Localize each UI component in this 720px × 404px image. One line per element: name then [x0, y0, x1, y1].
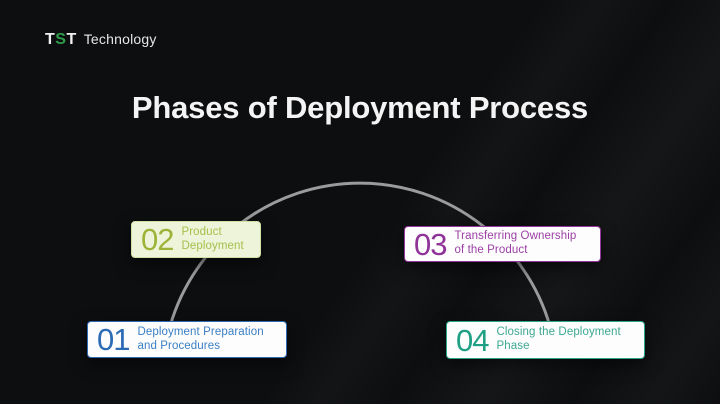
logo-letter-t2: T: [66, 31, 77, 48]
phase-card-02: 02 Product Deployment: [131, 221, 261, 258]
phase-label: Transferring Ownership of the Product: [454, 230, 576, 257]
phase-label-line1: Transferring Ownership: [454, 230, 577, 243]
process-arc-path: [166, 181, 554, 336]
phase-number: 03: [414, 226, 447, 262]
phase-number: 02: [141, 222, 174, 257]
phase-label-line2: Phase: [496, 340, 530, 352]
phase-number: 01: [97, 322, 130, 357]
phase-label-line2: Deployment: [181, 239, 244, 252]
phase-label: Closing the Deployment Phase: [496, 326, 620, 353]
phase-label: Product Deployment: [181, 226, 243, 253]
logo-company-name: Technology: [83, 31, 157, 47]
logo-letter-s: S: [55, 31, 67, 48]
phase-card-01: 01 Deployment Preparation and Procedures: [87, 321, 287, 358]
phase-label-line2: and Procedures: [137, 339, 221, 352]
logo-letter-t1: T: [45, 31, 56, 48]
phase-number: 04: [456, 322, 489, 358]
page-title: Phases of Deployment Process: [131, 90, 589, 125]
phase-label-line1: Product: [181, 225, 222, 238]
phase-label: Deployment Preparation and Procedures: [137, 326, 263, 353]
phase-label-line2: of the Product: [454, 244, 528, 256]
phase-label-line1: Closing the Deployment: [496, 326, 621, 339]
phase-card-04: 04 Closing the Deployment Phase: [446, 321, 645, 359]
phase-label-line1: Deployment Preparation: [137, 325, 264, 338]
phase-card-03: 03 Transferring Ownership of the Product: [404, 226, 601, 262]
logo-mark: TST: [45, 31, 77, 49]
logo: TST Technology: [45, 31, 157, 49]
